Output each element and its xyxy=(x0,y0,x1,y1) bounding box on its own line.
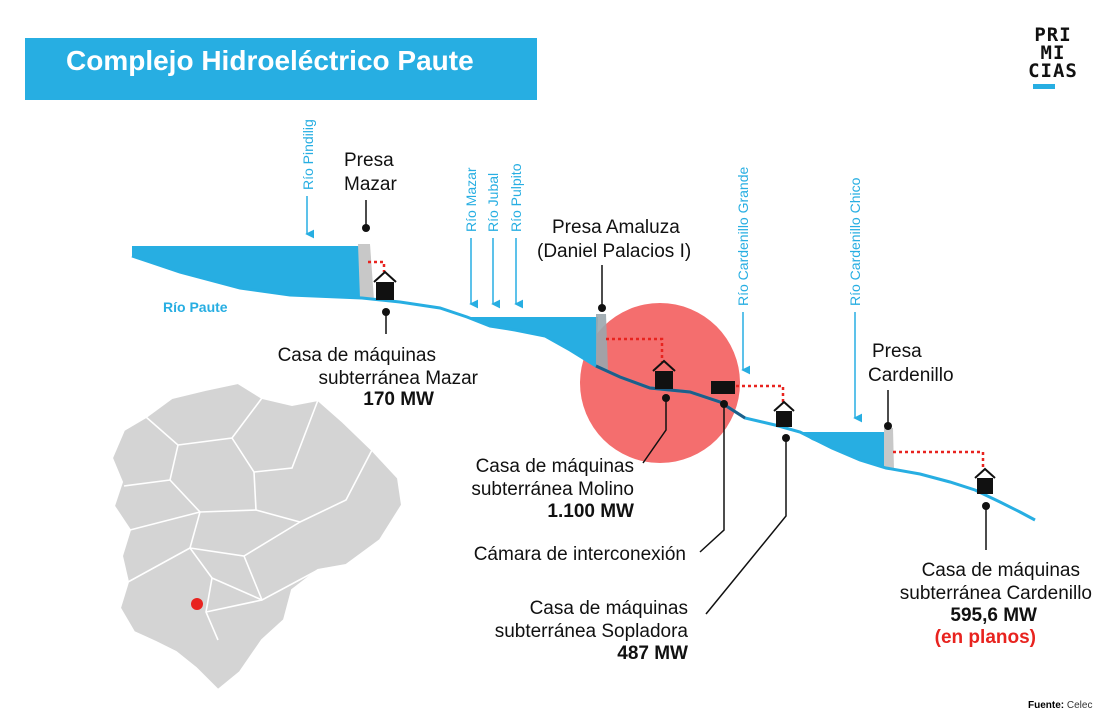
powerhouse-sopladora-icon xyxy=(773,400,795,427)
label-presa-cardenillo-line1: Presa xyxy=(872,341,922,362)
label-rio-cardenillo-chico: Río Cardenillo Chico xyxy=(847,177,863,306)
label-presa-amaluza-line1: Presa Amaluza xyxy=(552,217,680,238)
logo-accent-bar xyxy=(1033,84,1055,89)
leader-dots xyxy=(362,224,990,510)
powerhouse-cardenillo-icon xyxy=(974,467,996,494)
powerhouse-mazar-icon xyxy=(373,270,397,300)
logo-line-2: MI xyxy=(1040,42,1066,64)
plant-cardenillo-line2: subterránea Cardenillo xyxy=(900,583,1092,604)
logo-line-3: CIAS xyxy=(1028,60,1078,82)
dam-cardenillo-wall xyxy=(884,428,894,470)
reservoir-cardenillo xyxy=(800,432,888,468)
paute-location-dot xyxy=(191,598,203,610)
plant-sopladora-power: 487 MW xyxy=(617,643,688,664)
plant-sopladora-line1: Casa de máquinas xyxy=(530,598,688,619)
label-plant-cardenillo: Casa de máquinas subterránea Cardenillo … xyxy=(900,560,1092,648)
plant-cardenillo-power: 595,6 MW xyxy=(950,605,1037,626)
dam-amaluza-wall xyxy=(596,314,608,370)
plant-cardenillo-line1: Casa de máquinas xyxy=(922,560,1080,581)
plant-molino-power: 1.100 MW xyxy=(547,501,634,522)
label-presa-cardenillo-line2: Cardenillo xyxy=(868,365,954,386)
label-camara-interconexion: Cámara de interconexión xyxy=(474,544,686,565)
source-value: Celec xyxy=(1066,700,1093,711)
primicias-logo: PRI MI CIAS xyxy=(1023,26,1083,89)
plant-mazar-line1: Casa de máquinas xyxy=(278,345,436,366)
label-plant-sopladora: Casa de máquinas subterránea Sopladora 4… xyxy=(495,598,689,664)
dam-mazar-wall xyxy=(358,244,374,300)
reservoir-amaluza xyxy=(467,317,598,365)
plant-mazar-power: 170 MW xyxy=(363,389,434,410)
page-title: Complejo Hidroeléctrico Paute xyxy=(66,45,474,76)
plant-sopladora-line2: subterránea Sopladora xyxy=(495,621,689,642)
label-presa-mazar-line1: Presa xyxy=(344,150,394,171)
ecuador-map xyxy=(110,381,404,692)
plant-cardenillo-status: (en planos) xyxy=(935,627,1036,648)
reservoir-mazar xyxy=(132,246,362,298)
label-presa-mazar-line2: Mazar xyxy=(344,174,397,195)
title-banner xyxy=(25,38,537,100)
label-rio-jubal: Río Jubal xyxy=(485,173,501,232)
source-credit: Fuente: Celec xyxy=(1028,700,1092,711)
label-rio-pulpito: Río Pulpito xyxy=(508,163,524,232)
label-rio-paute: Río Paute xyxy=(163,299,228,315)
penstock-lines xyxy=(368,260,985,468)
plant-mazar-line2: subterránea Mazar xyxy=(319,368,479,389)
powerhouse-molino-icon xyxy=(652,359,676,389)
label-presa-amaluza-line2: (Daniel Palacios I) xyxy=(537,241,691,262)
label-rio-pindilig: Río Pindilig xyxy=(300,119,316,190)
camara-interconexion-icon xyxy=(711,381,735,394)
label-rio-cardenillo-grande: Río Cardenillo Grande xyxy=(735,166,751,306)
label-plant-mazar: Casa de máquinas subterránea Mazar 170 M… xyxy=(278,345,479,410)
leader-lines xyxy=(365,200,987,615)
plant-molino-line1: Casa de máquinas xyxy=(476,456,634,477)
label-rio-mazar: Río Mazar xyxy=(463,167,479,232)
logo-line-1: PRI xyxy=(1034,24,1072,46)
label-plant-molino: Casa de máquinas subterránea Molino 1.10… xyxy=(471,456,634,522)
source-label: Fuente: xyxy=(1028,700,1065,711)
plant-molino-line2: subterránea Molino xyxy=(471,479,634,500)
